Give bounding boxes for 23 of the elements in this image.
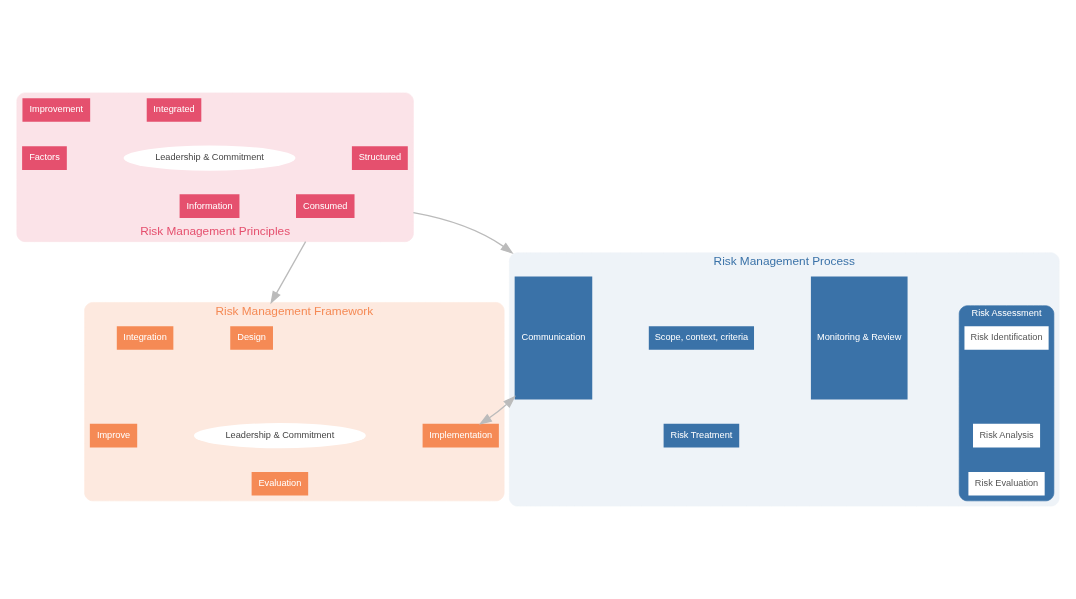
node-box: Communication [514,276,593,400]
node-box: Consumed [296,194,355,218]
node-box: Risk Identification [964,326,1049,350]
node-box: Scope, context, criteria [648,326,754,350]
node-box: Monitoring & Review [810,276,908,400]
node-box: Improve [89,423,138,448]
node-box: Design [230,326,273,350]
node-box: Risk Analysis [973,423,1041,448]
node-box: Implementation [422,423,499,448]
node-box: Improvement [22,98,91,122]
node-box: Information [179,194,240,218]
node-box: Integrated [146,98,202,122]
node-box: Integration [116,326,174,350]
arrow [270,240,307,305]
node-ellipse: Leadership & Commitment [123,145,296,171]
node-ellipse: Leadership & Commitment [194,423,366,449]
node-box: Factors [22,146,67,170]
node-box: Risk Evaluation [968,471,1045,496]
node-box: Evaluation [251,471,309,496]
node-box: Structured [351,146,408,170]
arrow [412,212,514,254]
arrow [478,395,516,425]
node-box: Risk Treatment [663,423,740,448]
